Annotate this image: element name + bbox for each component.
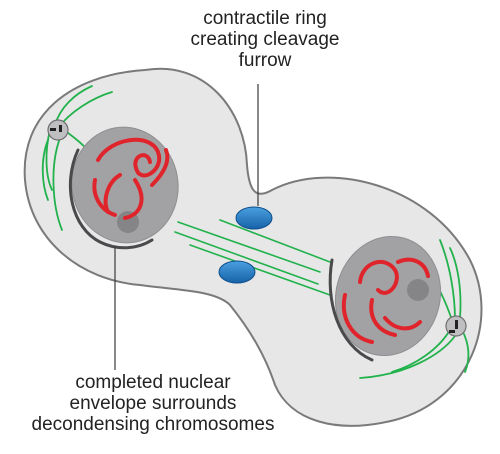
- right-nuclear-envelope: [328, 258, 374, 362]
- left-nuclear-envelope: [68, 148, 154, 250]
- contractile-ring-top: [235, 206, 273, 230]
- right-centrosome-icon: [445, 315, 467, 337]
- left-chromosomes: [92, 137, 170, 220]
- contractile-ring-label: contractile ring creating cleavage furro…: [190, 8, 340, 71]
- left-centrosome-icon: [47, 119, 69, 141]
- right-chromosomes: [341, 257, 430, 344]
- central-spindle-microtubules: [174, 219, 331, 296]
- right-nucleolus: [407, 279, 429, 301]
- contractile-ring-bottom: [218, 260, 256, 284]
- nuclear-envelope-label: completed nuclear envelope surrounds dec…: [31, 372, 275, 435]
